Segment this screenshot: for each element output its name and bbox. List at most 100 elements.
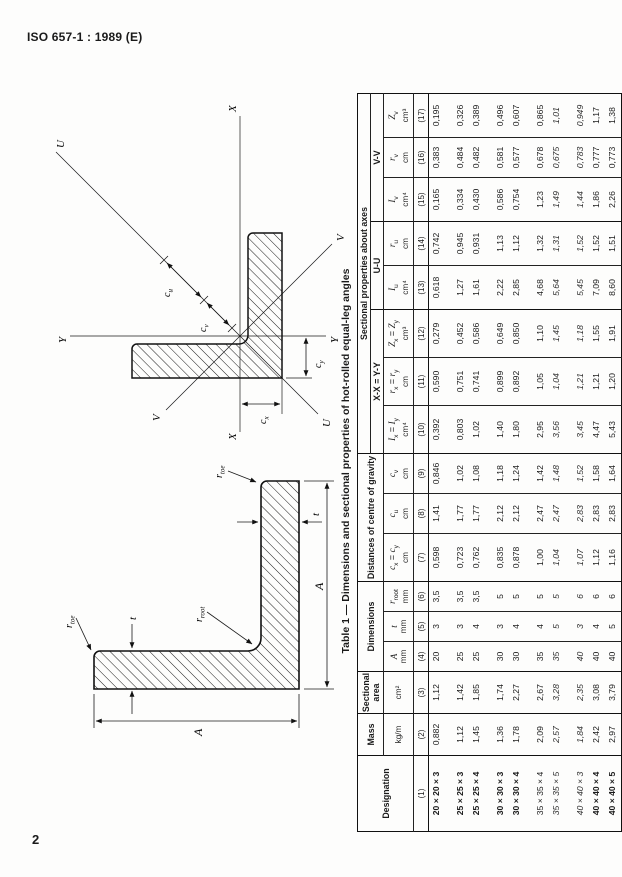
table-cell: 0,279 — [428, 309, 446, 358]
table-cell: 4,68 — [533, 265, 550, 310]
table-cell: 1,31 — [549, 221, 566, 266]
table-cell: 0,850 — [509, 309, 526, 358]
table-cell: 1,77 — [469, 493, 486, 534]
table-cell: 1,41 — [428, 493, 446, 534]
table-cell: 0,452 — [453, 309, 470, 358]
table-cell: 2,47 — [533, 493, 550, 534]
table-cell: 0,846 — [428, 453, 446, 494]
table-cell: 0,581 — [493, 137, 510, 178]
table-cell: 1,01 — [549, 93, 566, 138]
table-cell: 1,17 — [589, 93, 606, 138]
table-cell: 6 — [589, 581, 606, 612]
c-y-label: cy — [313, 360, 326, 368]
designation-cell: 20 × 20 × 3 — [431, 771, 442, 816]
col-number-10: (10) — [413, 405, 429, 454]
table-cell: 4 — [533, 611, 550, 642]
table-cell: 5,43 — [605, 405, 622, 454]
table-cell: 1,61 — [469, 265, 486, 310]
table-cell: 2,57 — [549, 713, 566, 756]
table-cell: 1,12 — [589, 533, 606, 582]
table-cell: 2,83 — [589, 493, 606, 534]
header-xx-yy: X-X = Y-Y — [370, 309, 384, 454]
table-cell: 0,496 — [493, 93, 510, 138]
table-cell: 3 — [573, 611, 590, 642]
col-number-9: (9) — [413, 453, 429, 494]
table-colnum-row: (1)(2)(3)(4)(5)(6)(7)(8)(9)(10)(11)(12)(… — [413, 93, 429, 832]
table-cell: 4 — [469, 611, 486, 642]
axis-y-label-bottom: Y — [329, 335, 341, 343]
table-cell: 2,26 — [605, 177, 622, 222]
table-cell: 1,52 — [589, 221, 606, 266]
table-cell: 0,723 — [453, 533, 470, 582]
table-cell: 1,91 — [605, 309, 622, 358]
table-cell: 1,13 — [493, 221, 510, 266]
document-reference: ISO 657-1 : 1989 (E) — [27, 30, 143, 44]
table-cell: 1,02 — [453, 453, 470, 494]
r-toe-label-2: rtoe — [214, 466, 227, 478]
table-cell: 1,48 — [549, 453, 566, 494]
table-cell: 1,80 — [509, 405, 526, 454]
table-cell: 1,45 — [549, 309, 566, 358]
table-cell: 3 — [428, 611, 446, 642]
table-cell: 0,945 — [453, 221, 470, 266]
col-symbol-2: kg/m — [383, 713, 414, 756]
dim-label-A2: A — [191, 728, 205, 737]
table-1: Designation Mass Sectional area Dimensio… — [357, 93, 622, 832]
table-cell: 1,74 — [493, 671, 510, 714]
table-cell: 1,64 — [605, 453, 622, 494]
table-cell: 0,195 — [428, 93, 446, 138]
table-cell: 2,83 — [573, 493, 590, 534]
table-cell: 5 — [533, 581, 550, 612]
table-cell: 3,5 — [428, 581, 446, 612]
table-cell: 0,773 — [605, 137, 622, 178]
table-cell: 0,783 — [573, 137, 590, 178]
table-cell: 30 — [509, 641, 526, 672]
group-spacer-row — [485, 93, 494, 832]
table-cell: 0,931 — [469, 221, 486, 266]
table-cell: 2,83 — [605, 493, 622, 534]
table-cell: 0,678 — [533, 137, 550, 178]
angle-section — [131, 232, 283, 379]
table-cell: 1,44 — [573, 177, 590, 222]
col-number-16: (16) — [413, 137, 429, 178]
table-cell: 1,21 — [573, 357, 590, 406]
table-cell: 1,55 — [589, 309, 606, 358]
table-cell: 5,64 — [549, 265, 566, 310]
table-cell: 0,803 — [453, 405, 470, 454]
table-cell: 1,12 — [428, 671, 446, 714]
col-number-17: (17) — [413, 93, 429, 138]
table-cell: 5 — [509, 581, 526, 612]
thickness-label-2: t — [310, 512, 322, 516]
table-cell: 0,835 — [493, 533, 510, 582]
table-cell: 1,08 — [469, 453, 486, 494]
designation-cell: 40 × 40 × 5 — [607, 771, 618, 816]
table-cell: 0,949 — [573, 93, 590, 138]
table-cell: 0,777 — [589, 137, 606, 178]
col-number-12: (12) — [413, 309, 429, 358]
table-cell: 4 — [509, 611, 526, 642]
table-cell: 5 — [549, 581, 566, 612]
table-cell: 1,05 — [533, 357, 550, 406]
table-cell: 2,67 — [533, 671, 550, 714]
header-vv: V-V — [370, 93, 384, 222]
axis-u-label-top: U — [55, 139, 67, 148]
designation-cell: 25 × 25 × 4 — [471, 771, 482, 816]
col-number-2: (2) — [413, 713, 429, 756]
table-cell: 1,77 — [453, 493, 470, 534]
table-cell: 1,84 — [573, 713, 590, 756]
group-spacer-row — [525, 93, 534, 832]
table-cell: 3 — [453, 611, 470, 642]
table-cell: 1,10 — [533, 309, 550, 358]
col-number-14: (14) — [413, 221, 429, 266]
table-cell: 1,16 — [605, 533, 622, 582]
table-cell: 0,590 — [428, 357, 446, 406]
